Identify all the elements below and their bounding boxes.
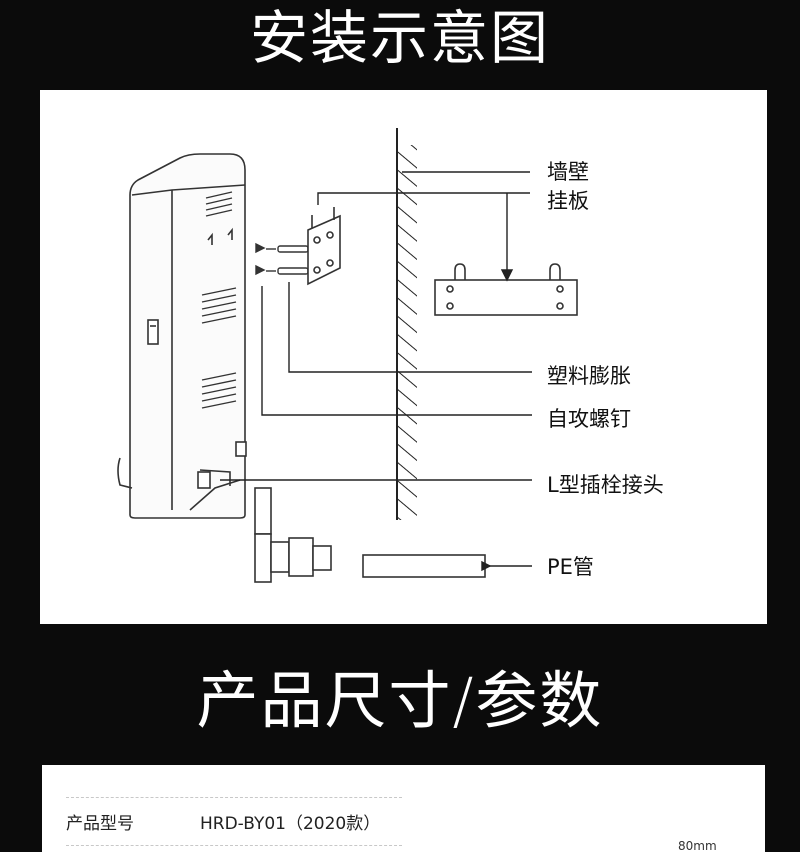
spec-value-model: HRD-BY01（2020款） (200, 814, 381, 834)
spec-panel: 产品型号 HRD-BY01（2020款） 80mm (42, 765, 765, 852)
installation-diagram: 墙壁 挂板 塑料膨胀 自攻螺钉 L型插栓接头 PE管 (40, 90, 767, 624)
hanging-plate-perspective (307, 207, 341, 286)
wall-illustration (396, 128, 417, 520)
label-plastic-anchor: 塑料膨胀 (547, 364, 631, 388)
label-self-tapping-screw: 自攻螺钉 (547, 407, 631, 431)
hanging-plate-front (434, 263, 578, 316)
screws-and-anchors (255, 242, 309, 276)
pe-pipe-illustration (362, 554, 486, 578)
spec-row-divider (66, 797, 402, 798)
label-pe-pipe: PE管 (547, 555, 594, 579)
dimension-label: 80mm (678, 839, 717, 852)
leader-lines (220, 171, 532, 572)
l-connector-illustration (254, 487, 332, 583)
label-wall: 墙壁 (547, 160, 589, 184)
section-title-specs: 产品尺寸/参数 (196, 664, 604, 737)
spec-label-model: 产品型号 (66, 814, 134, 834)
device-illustration (117, 153, 247, 519)
label-l-connector: L型插栓接头 (547, 473, 664, 497)
label-hanging-plate: 挂板 (547, 189, 589, 213)
section-title-installation: 安装示意图 (249, 4, 550, 72)
spec-row-divider (66, 845, 402, 846)
